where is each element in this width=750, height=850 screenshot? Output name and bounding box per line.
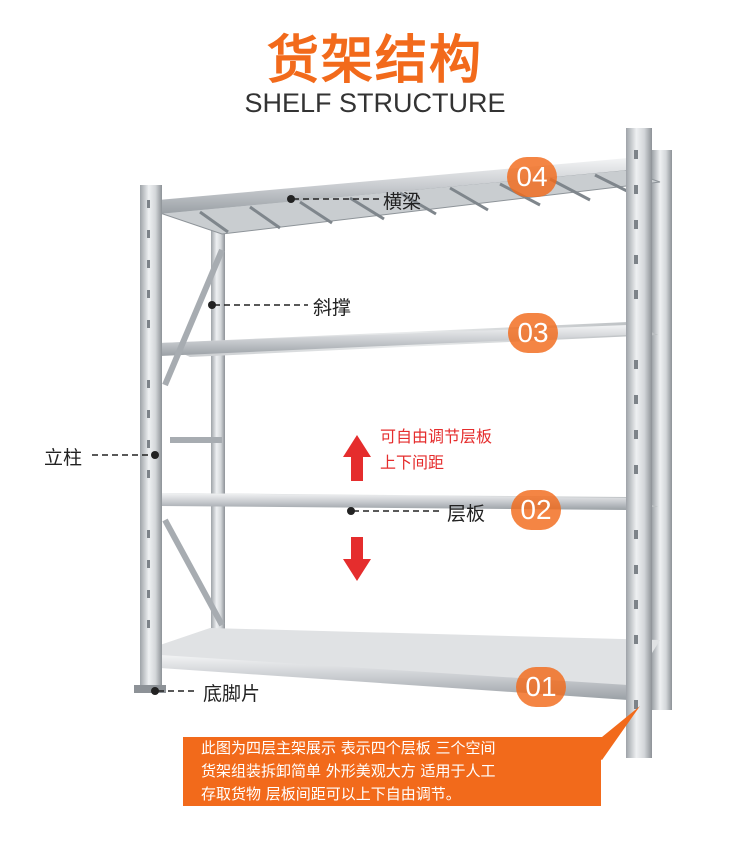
adjust-arrows xyxy=(343,435,371,581)
adjust-note-line2: 上下间距 xyxy=(380,453,445,472)
level-badge-04: 04 xyxy=(507,157,557,197)
adjust-note-line1: 可自由调节层板 xyxy=(380,427,493,446)
level-badge-01: 01 xyxy=(516,667,566,707)
top-deck-slats xyxy=(199,173,636,234)
arrow-up-icon xyxy=(343,435,371,481)
front-right-holes xyxy=(634,150,638,709)
adjust-note: 可自由调节层板 上下间距 xyxy=(380,424,492,476)
page-subtitle: SHELF STRUCTURE xyxy=(244,88,506,118)
arrow-down-icon xyxy=(343,537,371,581)
front-left-holes xyxy=(147,200,150,628)
label-brace: 斜撑 xyxy=(313,297,352,319)
page-title: 货架结构 xyxy=(266,31,483,91)
label-upright: 立柱 xyxy=(44,447,83,469)
description-line2: 货架组装拆卸简单 外形美观大方 适用于人工 xyxy=(201,762,496,780)
description-line1: 此图为四层主架展示 表示四个层板 三个空间 xyxy=(201,739,496,757)
back-right-upright xyxy=(652,150,672,710)
level-1-beam xyxy=(160,655,628,700)
description-line3: 存取货物 层板间距可以上下自由调节。 xyxy=(201,785,461,803)
level-badge-03: 03 xyxy=(508,313,558,353)
label-shelf-board: 层板 xyxy=(447,503,486,525)
callout-dots xyxy=(151,195,355,695)
level-badge-02: 02 xyxy=(511,490,561,530)
label-beam: 横梁 xyxy=(383,191,422,213)
callout-lines xyxy=(92,198,442,692)
front-left-upright xyxy=(140,185,162,690)
side-braces xyxy=(162,248,225,627)
description-box: 此图为四层主架展示 表示四个层板 三个空间 货架组装拆卸简单 外形美观大方 适用… xyxy=(183,737,601,806)
front-right-upright xyxy=(626,128,652,758)
left-base-plate xyxy=(134,685,166,693)
label-base-plate: 底脚片 xyxy=(203,683,261,705)
